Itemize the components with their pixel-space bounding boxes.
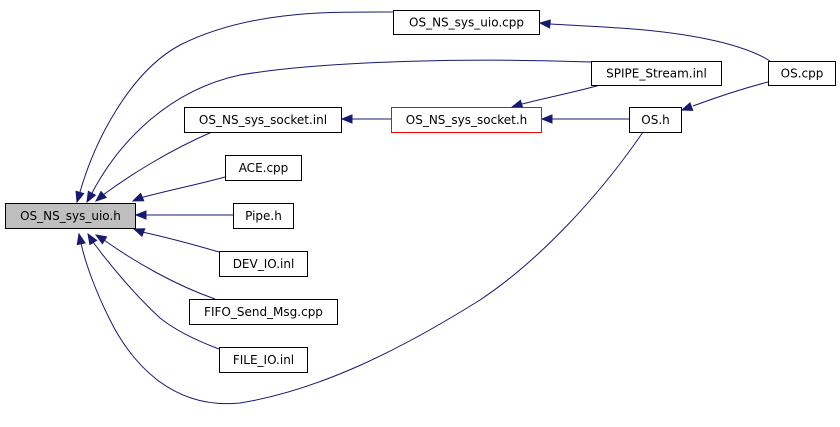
node-pipe-h[interactable]: Pipe.h [233, 203, 294, 229]
node-label: Pipe.h [245, 209, 282, 223]
node-label: OS_NS_sys_uio.h [20, 209, 121, 223]
edge-spipe-to-socket_h [510, 84, 601, 109]
node-uio-cpp[interactable]: OS_NS_sys_uio.cpp [393, 10, 540, 35]
node-socket-inl[interactable]: OS_NS_sys_socket.inl [184, 107, 342, 133]
node-ace-cpp[interactable]: ACE.cpp [225, 155, 302, 181]
node-os-h[interactable]: OS.h [629, 107, 682, 133]
node-label: OS_NS_sys_uio.cpp [409, 16, 524, 30]
node-label: FIFO_Send_Msg.cpp [204, 305, 323, 319]
node-label: OS.cpp [781, 67, 824, 81]
arrowhead-icon [94, 190, 108, 202]
node-socket-h[interactable]: OS_NS_sys_socket.h [391, 107, 542, 133]
node-fifo[interactable]: FIFO_Send_Msg.cpp [189, 299, 338, 325]
edge-line [102, 131, 213, 196]
arrowhead-icon [340, 114, 353, 124]
node-box [393, 10, 540, 35]
edge-line [141, 231, 220, 253]
node-box [219, 251, 308, 277]
node-box [189, 299, 338, 325]
node-box [233, 203, 294, 229]
node-uio-h: OS_NS_sys_uio.h [5, 203, 136, 229]
edge-os_cpp-to-uio_cpp [538, 19, 771, 62]
edge-socket_h-to-socket_inl [340, 114, 391, 124]
node-label: SPIPE_Stream.inl [606, 67, 707, 81]
edge-os_cpp-to-os_h [680, 81, 769, 111]
node-dev-io[interactable]: DEV_IO.inl [219, 251, 308, 277]
edge-line [692, 81, 769, 107]
arrowhead-icon [94, 234, 108, 245]
edge-line [139, 176, 226, 199]
node-box [591, 61, 722, 86]
arrowhead-icon [131, 192, 145, 202]
node-box [184, 107, 342, 133]
edge-fifo-to-uio_h [94, 234, 216, 300]
node-label: ACE.cpp [239, 161, 289, 175]
arrowhead-icon [86, 190, 97, 204]
edge-ace_cpp-to-uio_h [131, 176, 226, 202]
edge-uio_cpp-to-uio_h [75, 11, 394, 204]
edge-line [521, 84, 601, 105]
node-label: OS.h [641, 113, 669, 127]
node-label: FILE_IO.inl [233, 353, 294, 367]
node-os-cpp[interactable]: OS.cpp [768, 61, 836, 86]
edge-file_io-to-uio_h [87, 232, 220, 350]
node-label: OS_NS_sys_socket.h [406, 113, 527, 127]
edge-socket_inl-to-uio_h [94, 131, 213, 202]
node-box [225, 155, 302, 181]
edge-line [103, 239, 216, 300]
edge-os_h-to-uio_h [76, 131, 644, 405]
node-box [5, 203, 136, 229]
arrowhead-icon [680, 101, 694, 111]
edge-os_h-to-socket_h [540, 114, 629, 124]
node-box [629, 107, 682, 133]
arrowhead-icon [75, 190, 85, 204]
arrowhead-icon [132, 228, 146, 238]
arrowhead-icon [134, 210, 147, 220]
arrowhead-icon [76, 232, 86, 246]
node-spipe[interactable]: SPIPE_Stream.inl [591, 61, 722, 86]
node-file-io[interactable]: FILE_IO.inl [219, 347, 308, 373]
edge-line [91, 59, 592, 194]
edge-spipe-to-uio_h [86, 59, 592, 204]
edge-line [92, 241, 220, 350]
edge-line [549, 23, 771, 62]
arrowhead-icon [538, 19, 551, 29]
node-box [391, 107, 542, 133]
edge-dev_io-to-uio_h [132, 228, 220, 253]
arrowhead-icon [510, 99, 524, 109]
edge-pipe_h-to-uio_h [134, 210, 233, 220]
node-label: DEV_IO.inl [233, 257, 295, 271]
arrowhead-icon [540, 114, 553, 124]
edge-line [79, 11, 394, 193]
edges-layer [75, 11, 771, 405]
node-box [219, 347, 308, 373]
node-box [768, 61, 836, 86]
node-label: OS_NS_sys_socket.inl [199, 113, 327, 127]
nodes-layer: OS_NS_sys_uio.h OS_NS_sys_uio.cppSPIPE_St… [5, 10, 836, 373]
edge-line [80, 131, 644, 405]
arrowhead-icon [87, 232, 98, 246]
